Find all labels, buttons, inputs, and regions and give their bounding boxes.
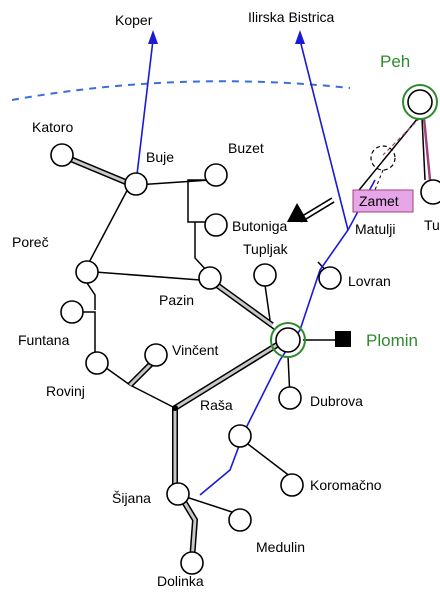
label-medulin: Medulin	[256, 539, 305, 555]
arrow-ilirska-bistrica	[295, 30, 305, 44]
label-lovran: Lovran	[348, 273, 391, 289]
double-lines	[66, 155, 335, 561]
node-tu	[420, 179, 440, 205]
label-buzet: Buzet	[228, 140, 264, 156]
arrow-koper	[148, 30, 158, 44]
label-katoro: Katoro	[32, 119, 73, 135]
node-buzet	[204, 163, 228, 187]
node-rovinj	[85, 351, 109, 375]
node-dubrova	[278, 386, 302, 410]
nodes	[50, 143, 440, 575]
label-vincent: Vinčent	[172, 342, 219, 358]
label-ilirska-bistrica: Ilirska Bistrica	[248, 9, 335, 25]
square-icon	[335, 331, 351, 347]
node-vincent	[144, 343, 168, 367]
label-zamet: Zamet	[359, 193, 399, 209]
node-katoro	[50, 143, 74, 167]
label-tu: Tu	[424, 217, 440, 233]
label-sijana: Šijana	[112, 490, 151, 506]
label-funtana: Funtana	[18, 332, 70, 348]
junction-dot	[172, 405, 178, 411]
label-dubrova: Dubrova	[310, 393, 363, 409]
node-dolinka	[180, 551, 204, 575]
node-pazin	[198, 266, 222, 290]
label-rasa: Raša	[200, 397, 233, 413]
label-porec: Poreč	[12, 234, 49, 250]
node-porec	[75, 260, 99, 284]
plomin-green-ring	[270, 322, 306, 358]
zamet-box	[352, 189, 414, 213]
label-pazin: Pazin	[159, 292, 194, 308]
label-matulji: Matulji	[355, 221, 395, 237]
label-dolinka: Dolinka	[157, 573, 204, 589]
node-rasa	[228, 424, 252, 448]
label-koromacno: Koromačno	[310, 477, 382, 493]
node-koromacno	[280, 473, 304, 497]
blue-lines	[135, 39, 376, 496]
label-rovinj: Rovinj	[46, 383, 85, 399]
label-buje: Buje	[146, 149, 174, 165]
label-tupljak: Tupljak	[243, 241, 289, 257]
peh-links	[370, 117, 432, 191]
label-plomin: Plomin	[366, 331, 418, 350]
label-peh: Peh	[380, 52, 410, 71]
border-dashed-arc	[11, 80, 351, 101]
label-koper: Koper	[115, 12, 153, 28]
peh-green-ring	[402, 84, 438, 120]
node-funtana	[60, 300, 84, 324]
triangle-icon	[287, 203, 308, 222]
label-butoniga: Butoniga	[232, 218, 287, 234]
node-tupljak	[253, 263, 277, 287]
node-plomin	[275, 327, 301, 353]
node-peh	[407, 89, 433, 115]
node-lovran	[318, 266, 342, 290]
node-medulin	[228, 508, 252, 532]
node-sijana	[166, 482, 190, 506]
node-buje	[124, 172, 148, 196]
node-butoniga	[204, 213, 228, 237]
